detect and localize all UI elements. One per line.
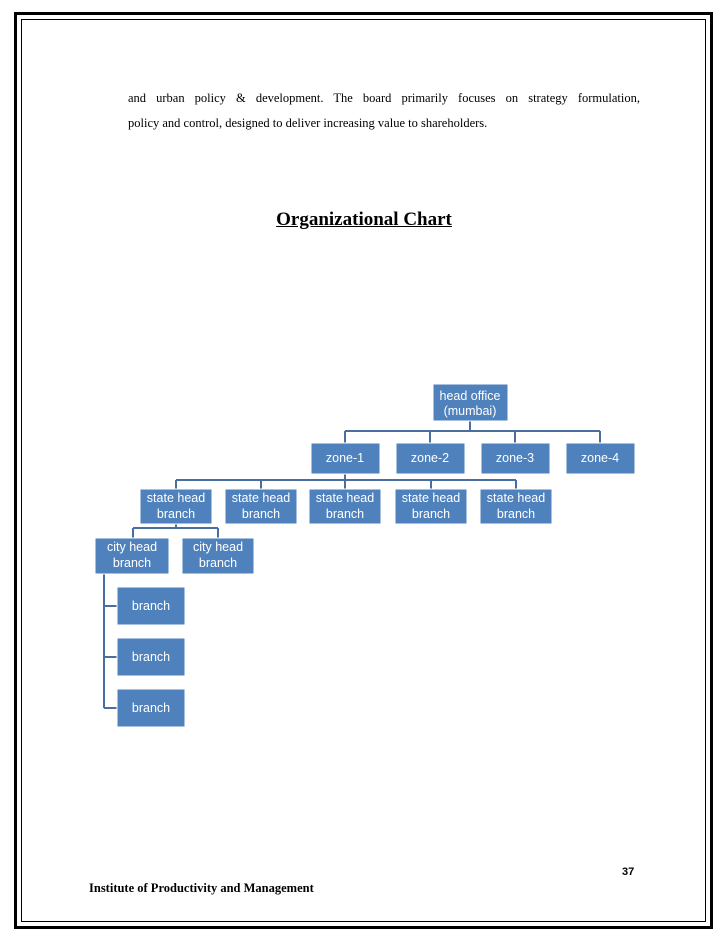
node-state-head-2-line1: state head	[232, 491, 290, 505]
node-state-head-1: state head branch	[139, 488, 213, 525]
node-city-head-1-line1: city head	[107, 540, 157, 554]
node-zone-2: zone-2	[395, 442, 466, 475]
node-state-head-2: state head branch	[224, 488, 298, 525]
node-state-head-2-line2: branch	[242, 507, 280, 521]
node-state-head-3-line1: state head	[316, 491, 374, 505]
body-paragraph: and urban policy & development. The boar…	[128, 86, 640, 136]
node-zone-2-label: zone-2	[411, 451, 449, 465]
node-branch-1: branch	[116, 586, 186, 626]
node-state-head-5: state head branch	[479, 488, 553, 525]
node-zone-4: zone-4	[565, 442, 636, 475]
paragraph-line-2: policy and control, designed to deliver …	[128, 116, 488, 130]
node-zone-3-label: zone-3	[496, 451, 534, 465]
page-border-inner	[21, 19, 706, 922]
node-city-head-2-line2: branch	[199, 556, 237, 570]
node-head-office-line1: head office	[440, 389, 501, 403]
node-state-head-4-line2: branch	[412, 507, 450, 521]
footer-institute: Institute of Productivity and Management	[89, 881, 314, 895]
node-city-head-1: city head branch	[94, 537, 170, 575]
node-state-head-5-line2: branch	[497, 507, 535, 521]
node-city-head-2-line1: city head	[193, 540, 243, 554]
page-border-outer	[14, 12, 713, 929]
connector-state1-cities	[132, 524, 219, 538]
node-branch-3-label: branch	[132, 701, 170, 715]
node-zone-1-label: zone-1	[326, 451, 364, 465]
connector-zone1-states	[175, 474, 517, 489]
node-state-head-1-line1: state head	[147, 491, 205, 505]
node-zone-1: zone-1	[310, 442, 381, 475]
node-state-head-3: state head branch	[308, 488, 382, 525]
node-state-head-4: state head branch	[394, 488, 468, 525]
node-branch-2-label: branch	[132, 650, 170, 664]
connector-city1-branches	[103, 574, 117, 709]
node-state-head-4-line1: state head	[402, 491, 460, 505]
node-head-office: head office (mumbai)	[432, 383, 509, 422]
org-chart-connectors	[103, 421, 601, 709]
node-head-office-line2: (mumbai)	[444, 404, 497, 418]
connector-head-zones	[344, 421, 601, 443]
node-state-head-3-line2: branch	[326, 507, 364, 521]
node-state-head-1-line2: branch	[157, 507, 195, 521]
node-city-head-1-line2: branch	[113, 556, 151, 570]
node-branch-3: branch	[116, 688, 186, 728]
node-branch-1-label: branch	[132, 599, 170, 613]
page-heading: Organizational Chart	[276, 209, 452, 230]
node-zone-3: zone-3	[480, 442, 551, 475]
node-branch-2: branch	[116, 637, 186, 677]
node-state-head-5-line1: state head	[487, 491, 545, 505]
node-zone-4-label: zone-4	[581, 451, 619, 465]
paragraph-line-1: and urban policy & development. The boar…	[128, 91, 640, 105]
page-number: 37	[622, 866, 635, 878]
node-city-head-2: city head branch	[181, 537, 255, 575]
